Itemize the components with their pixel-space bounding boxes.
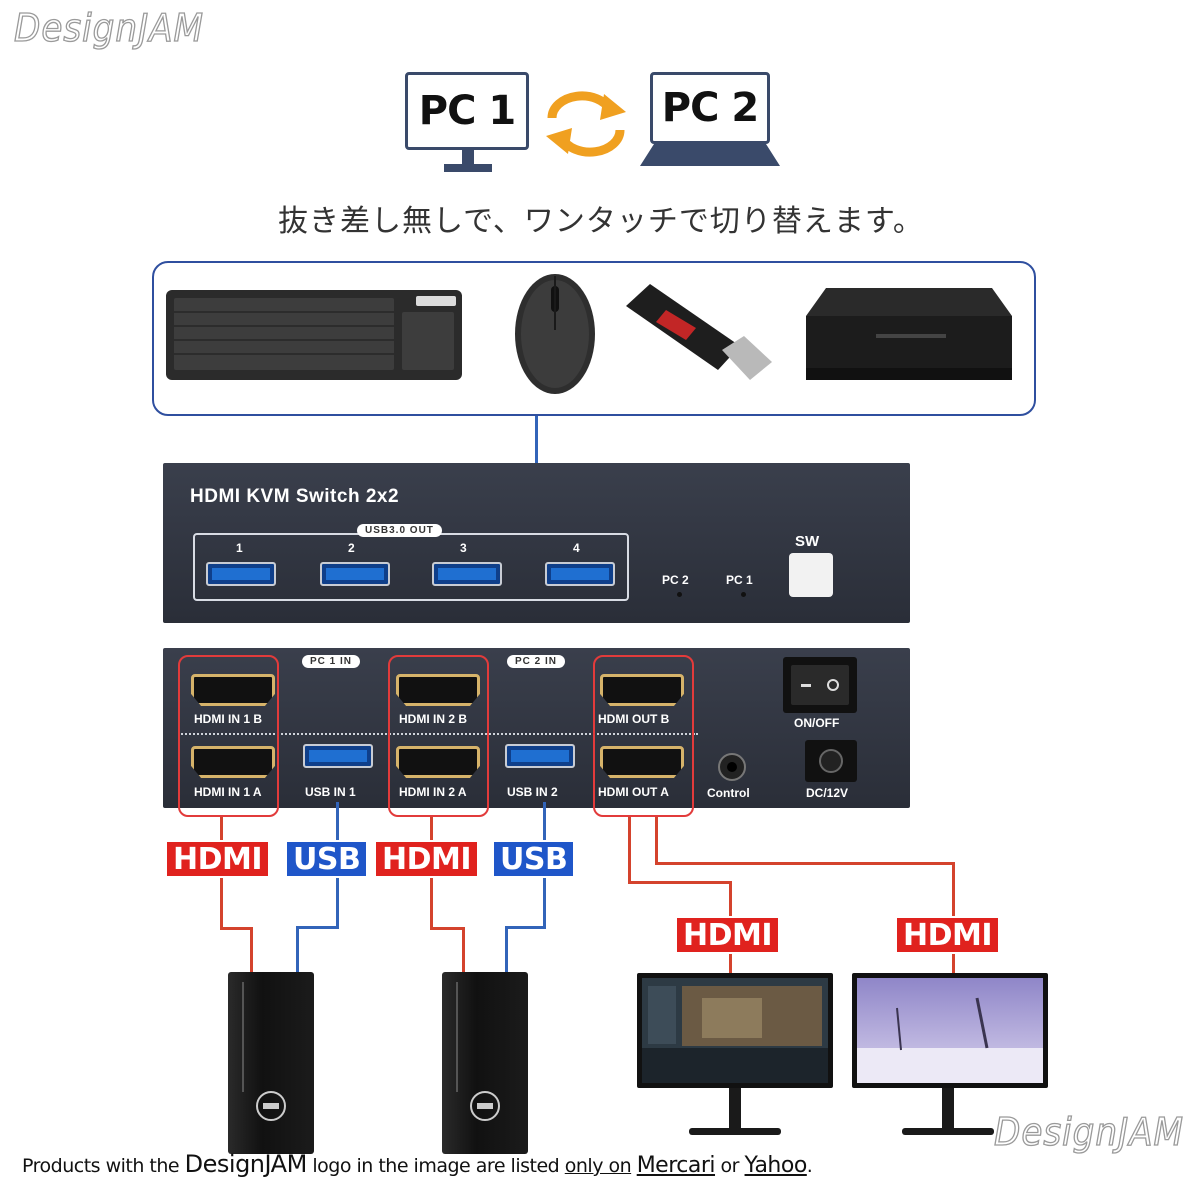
led-pc1 [741,592,746,597]
pc2-label: PC 2 [661,85,759,131]
usb-in-1-port[interactable] [303,744,373,768]
port-number: 3 [460,541,467,555]
hdmi-out-highlight [593,655,694,817]
control-label: Control [707,786,750,800]
dc-jack[interactable] [805,740,857,782]
usb-tag-pc2: USB [492,840,576,878]
usb-in-2-label: USB IN 2 [507,785,558,799]
device-title: HDMI KVM Switch 2x2 [190,486,400,507]
led-pc2 [677,592,682,597]
footer-text: or [715,1155,745,1177]
usb-in-2-port[interactable] [505,744,575,768]
usb-out-port-1[interactable] [206,562,276,586]
monitor-1 [637,973,833,1088]
pc2-tower [442,972,528,1154]
swap-arrows-icon [546,91,626,157]
usb-out-port-4[interactable] [545,562,615,586]
footer-only-on: only on [564,1155,632,1177]
monitor-2-neck [942,1088,954,1128]
monitor-1-base [689,1128,781,1135]
pc1-in-label: PC 1 IN [302,655,361,668]
hdmi-cable-monitor2 [655,817,658,864]
footer-mercari: Mercari [636,1153,716,1178]
hdmi-in-2b-port[interactable] [396,674,480,706]
pc2-box: PC 2 [650,72,770,144]
laptop-base-icon [640,144,780,166]
dell-logo-icon [256,1091,286,1121]
usb-out-port-3[interactable] [432,562,502,586]
mouse-icon [515,274,595,394]
hdmi-in-2a-label: HDMI IN 2 A [399,785,467,799]
footer-brand: DesignJAM [184,1150,308,1178]
hdmi-tag-monitor2: HDMI [895,916,1001,954]
watermark-logo-top: DesignJAM [13,5,205,50]
usb-cable-pc1 [296,926,339,929]
hdmi-in-1-highlight [178,655,279,817]
hdmi-in-1a-port[interactable] [191,746,275,778]
control-jack-icon[interactable] [717,752,747,782]
pc1-label: PC 1 [418,88,516,134]
hdmi-cable-monitor2 [655,862,955,865]
usb-in-1-label: USB IN 1 [305,785,356,799]
usb-cable-pc2 [505,926,508,984]
footer-yahoo: Yahoo [744,1153,808,1178]
hdmi-in-1b-port[interactable] [191,674,275,706]
port-divider [178,733,698,735]
led-pc1-label: PC 1 [726,573,753,587]
monitor-2-base [902,1128,994,1135]
hdmi-out-b-port[interactable] [600,674,684,706]
footer-text: logo in the image are listed [306,1155,565,1177]
port-number: 2 [348,541,355,555]
usb-out-label: USB3.0 OUT [357,524,442,537]
hdmi-tag-pc2: HDMI [374,840,480,878]
dell-logo-icon [470,1091,500,1121]
pc1-tower [228,972,314,1154]
hdmi-tag-monitor1: HDMI [675,916,781,954]
watermark-logo-bottom: DesignJAM [993,1109,1185,1154]
pc2-in-label: PC 2 IN [507,655,566,668]
keyboard-icon [166,290,462,380]
printer-icon [806,288,1012,380]
dc-label: DC/12V [806,786,849,800]
hdmi-in-1b-label: HDMI IN 1 B [194,712,263,726]
desktop-stand-icon [444,150,492,172]
footer-notice: Products with the DesignJAM logo in the … [22,1150,813,1178]
hdmi-in-1a-label: HDMI IN 1 A [194,785,262,799]
power-switch[interactable] [783,657,857,713]
hdmi-cable-monitor1 [628,881,732,884]
port-number: 4 [573,541,580,555]
usb-cable-pc1 [296,926,299,984]
monitor-1-screen [642,978,828,1083]
usb-out-port-2[interactable] [320,562,390,586]
sw-label: SW [795,533,820,550]
hdmi-in-2b-label: HDMI IN 2 B [399,712,468,726]
port-number: 1 [236,541,243,555]
hdmi-cable-pc2 [462,927,465,985]
usb-cable-pc2 [505,926,546,929]
hdmi-out-b-label: HDMI OUT B [598,712,670,726]
hdmi-cable-monitor1 [628,817,631,883]
hdmi-tag-pc1: HDMI [165,840,271,878]
switch-button[interactable] [789,553,833,597]
hdmi-cable-pc1 [220,927,253,930]
monitor-2-screen [857,978,1043,1083]
monitor-1-neck [729,1088,741,1128]
footer-text: Products with the [22,1155,185,1177]
usb-stick-icon [626,284,772,380]
usb-tag-pc1: USB [285,840,369,878]
hdmi-out-a-label: HDMI OUT A [598,785,669,799]
hdmi-cable-pc1 [250,927,253,985]
footer-text: . [806,1155,813,1177]
onoff-label: ON/OFF [794,716,840,730]
hdmi-cable-pc2 [430,927,465,930]
pc1-box: PC 1 [405,72,529,150]
tagline: 抜き差し無しで、ワンタッチで切り替えます。 [278,204,924,239]
led-pc2-label: PC 2 [662,573,689,587]
kvm-front-panel [163,463,910,623]
hdmi-in-2a-port[interactable] [396,746,480,778]
hdmi-in-2-highlight [388,655,489,817]
monitor-2 [852,973,1048,1088]
hdmi-out-a-port[interactable] [600,746,684,778]
